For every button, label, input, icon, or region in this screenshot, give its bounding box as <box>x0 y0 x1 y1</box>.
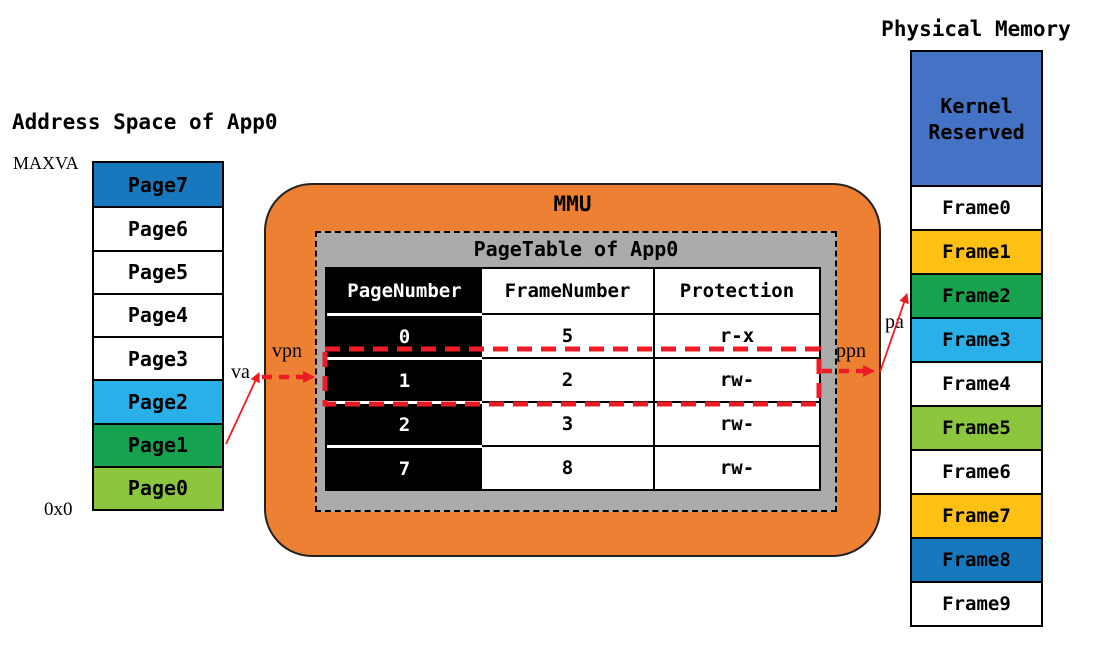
table-cell: rw- <box>653 401 819 445</box>
physical-memory-title: Physical Memory <box>881 17 1071 41</box>
address-space-title: Address Space of App0 <box>12 110 278 134</box>
mmu-title: MMU <box>553 192 592 216</box>
table-cell-highlighted: 1 <box>327 357 482 401</box>
frame-cell: Frame3 <box>912 317 1041 361</box>
table-cell: rw- <box>653 445 819 489</box>
page-cell: Page5 <box>94 249 222 293</box>
table-cell: 5 <box>482 313 653 357</box>
pagetable-title: PageTable of App0 <box>473 237 679 261</box>
address-space-column: Page7 Page6 Page5 Page4 Page3 Page2 Page… <box>92 161 224 511</box>
page-cell: Page2 <box>94 379 222 423</box>
frame-cell: Frame8 <box>912 537 1041 581</box>
column-header-framenumber: FrameNumber <box>482 269 653 313</box>
page-cell: Page6 <box>94 206 222 250</box>
page-cell: Page1 <box>94 422 222 466</box>
frame-cell-mapped: Frame2 <box>912 273 1041 317</box>
table-cell: r-x <box>653 313 819 357</box>
table-cell-highlighted: 2 <box>482 357 653 401</box>
frame-cell: Frame6 <box>912 449 1041 493</box>
table-cell-highlighted: rw- <box>653 357 819 401</box>
page-cell: Page0 <box>94 465 222 509</box>
frame-cell: Frame7 <box>912 493 1041 537</box>
table-cell: 0 <box>327 313 482 357</box>
va-label: va <box>231 361 250 383</box>
page-cell: Page3 <box>94 336 222 380</box>
table-cell: 2 <box>327 401 482 445</box>
kernel-reserved-block: Kernel Reserved <box>912 52 1041 185</box>
frame-cell: Frame9 <box>912 581 1041 625</box>
zero-address-label: 0x0 <box>44 499 73 520</box>
frame-cell: Frame1 <box>912 229 1041 273</box>
ppn-label: ppn <box>836 340 866 362</box>
vpn-label: vpn <box>272 340 302 362</box>
table-cell: 3 <box>482 401 653 445</box>
frame-cell: Frame4 <box>912 361 1041 405</box>
physical-memory-column: Kernel Reserved Frame0 Frame1 Frame2 Fra… <box>910 50 1043 627</box>
column-header-pagenumber: PageNumber <box>327 269 482 313</box>
maxva-label: MAXVA <box>13 153 79 173</box>
pa-label: pa <box>885 311 904 333</box>
column-header-protection: Protection <box>653 269 819 313</box>
table-cell: 7 <box>327 445 482 489</box>
page-table: PageNumber FrameNumber Protection 0 5 r-… <box>325 267 821 491</box>
page-cell: Page4 <box>94 292 222 336</box>
frame-cell: Frame0 <box>912 185 1041 229</box>
frame-cell: Frame5 <box>912 405 1041 449</box>
table-cell: 8 <box>482 445 653 489</box>
page-cell: Page7 <box>94 163 222 207</box>
